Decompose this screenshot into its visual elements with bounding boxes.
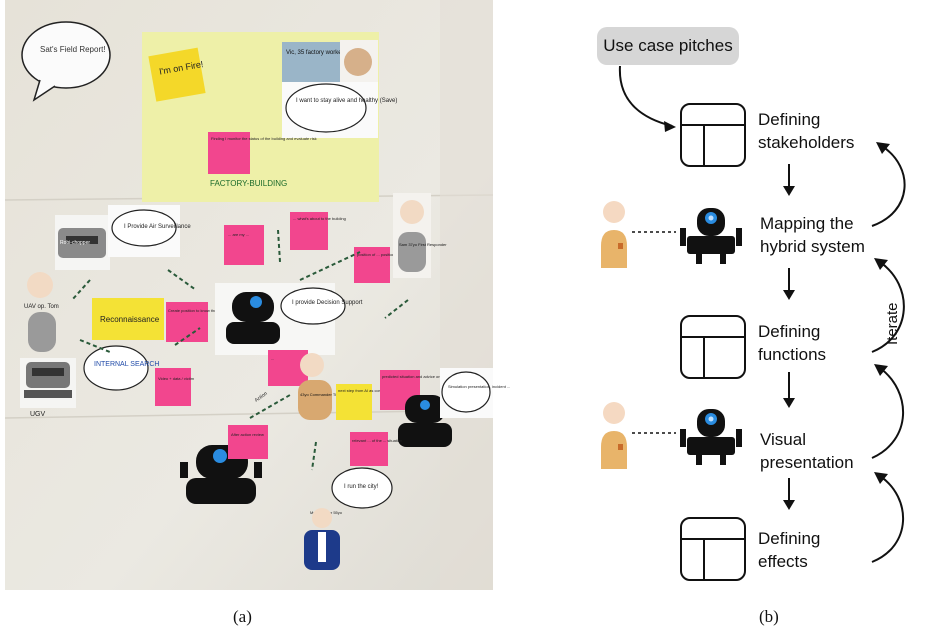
action-sticky-text: After action review bbox=[231, 432, 264, 437]
analysis-sticky-text: ... bbox=[271, 356, 274, 361]
fire-sticky: I'm on Fire! bbox=[148, 47, 206, 102]
step-line: Defining bbox=[758, 110, 821, 129]
step-line: Visual bbox=[760, 430, 806, 449]
step-line: Defining bbox=[758, 529, 821, 548]
stakeholders-icon bbox=[680, 103, 746, 167]
start-arrow-head bbox=[664, 121, 676, 132]
recon-sticky: Reconnaissance Create position to know t… bbox=[92, 298, 228, 342]
corner-bubble-text: Sat's Field Report! bbox=[40, 45, 106, 54]
sensor-sticky bbox=[290, 212, 328, 250]
use-case-pitches-label: Use case pitches bbox=[603, 36, 733, 55]
factory-building-label: FACTORY-BUILDING bbox=[210, 179, 287, 188]
sam-card-text: Sam 37yo First Responder bbox=[399, 242, 447, 247]
step-line: effects bbox=[758, 552, 808, 571]
start-arrow bbox=[618, 65, 673, 127]
sam-face-icon bbox=[400, 200, 424, 224]
sam-card: Sam 37yo First Responder bbox=[393, 193, 447, 278]
recon-label-text: Reconnaissance bbox=[100, 315, 160, 324]
step-line: presentation bbox=[760, 453, 854, 472]
ai-sticky-text: next step from AI as commands bbox=[338, 388, 394, 393]
use-case-pitches-pill: Use case pitches bbox=[597, 27, 739, 65]
step-defining-effects: Defining effects bbox=[758, 527, 820, 573]
uav-operator-face-icon bbox=[27, 272, 53, 298]
worker-bubble-text: I want to stay alive and healthy (Save) bbox=[296, 98, 397, 104]
human-icon bbox=[601, 402, 627, 469]
ai-sticky bbox=[336, 384, 372, 420]
commander-card-text: 43yo Commander Tim bbox=[300, 392, 340, 397]
sensor-sticky-text: ... what's about to the building bbox=[293, 216, 346, 221]
city-bubble-text: I run the city! bbox=[344, 484, 379, 490]
step-defining-functions: Defining functions bbox=[758, 320, 826, 366]
corner-speech-bubble: Sat's Field Report! bbox=[21, 21, 111, 102]
uav-label-text: UAV op. Tom bbox=[24, 304, 59, 310]
iterate-label: Iterate bbox=[884, 302, 901, 345]
step-line: Defining bbox=[758, 322, 821, 341]
uav-operator-card: UAV op. Tom bbox=[24, 272, 59, 352]
diagram-b bbox=[601, 65, 906, 581]
robot-icon bbox=[680, 409, 742, 465]
recon-note-text: Create position to know the victim bbox=[168, 308, 228, 313]
drone-card: Robi-chopper I Provide Air Surveillance bbox=[55, 205, 191, 270]
step-visual-presentation: Visual presentation bbox=[760, 428, 854, 474]
simulation-robot-card: Simulation presentation, incident ... bbox=[398, 368, 510, 447]
photo-dashed-arrows bbox=[71, 229, 409, 471]
search-sticky bbox=[224, 225, 264, 265]
predicted-sticky-text: predicted situation and advice on course… bbox=[382, 374, 470, 379]
step-defining-stakeholders: Defining stakeholders bbox=[758, 108, 854, 154]
effects-icon bbox=[680, 517, 746, 581]
iterate-loop-heads bbox=[874, 142, 890, 484]
photo-edge-shadow bbox=[440, 0, 493, 590]
search-sticky-text: ... are my ... bbox=[228, 232, 249, 237]
video-sticky bbox=[155, 368, 191, 406]
building-sticky-text: Finding I monitor the status of the buil… bbox=[211, 136, 317, 141]
step-mapping-hybrid-system: Mapping the hybrid system bbox=[760, 212, 865, 258]
commander-face-icon bbox=[300, 353, 324, 377]
step-line: functions bbox=[758, 345, 827, 364]
drone-tag-text: Robi-chopper bbox=[60, 240, 90, 246]
sam-sticky-text: position of ... position of victims bbox=[357, 252, 412, 257]
relevant-sticky bbox=[350, 432, 388, 466]
step-line: stakeholders bbox=[758, 133, 855, 152]
action-sticky bbox=[228, 425, 268, 459]
photo-a: Sat's Field Report! I'm on Fire! Vic, 35… bbox=[4, 0, 510, 590]
caption-b: (b) bbox=[759, 607, 779, 626]
robot-icon bbox=[680, 208, 742, 264]
step-line: Mapping the bbox=[760, 214, 854, 233]
worker-card-text: Vic, 35 factory worker bbox=[286, 50, 344, 56]
building-sticky: Finding I monitor the status of the buil… bbox=[208, 132, 317, 188]
ugv-card: UGV INTERNAL SEARCH bbox=[20, 345, 159, 418]
iterate-loop-arrows bbox=[871, 145, 906, 563]
commander-card: 43yo Commander Tim bbox=[298, 353, 340, 420]
bottom-robot bbox=[180, 445, 262, 504]
worker-face-icon bbox=[344, 48, 372, 76]
mayor-face-icon bbox=[312, 508, 332, 528]
mayor-card: I run the city! Mr. ... Mayor 55yo bbox=[304, 467, 393, 570]
video-sticky-text: Video + data / victim bbox=[158, 376, 195, 381]
human-icon bbox=[601, 201, 627, 268]
flow-arrows bbox=[783, 164, 795, 510]
worker-card: Vic, 35 factory worker I want to stay al… bbox=[282, 40, 397, 138]
decision-robot-card: I provide Decision Support bbox=[215, 283, 363, 355]
internal-search-text: INTERNAL SEARCH bbox=[94, 361, 159, 368]
relevant-sticky-text: relevant ... of the ... situation bbox=[352, 438, 402, 443]
air-bubble-text: I Provide Air Surveillance bbox=[124, 224, 191, 230]
decision-bubble-text: I provide Decision Support bbox=[292, 300, 363, 306]
simulation-bubble-text: Simulation presentation, incident ... bbox=[448, 384, 510, 389]
ugv-label-text: UGV bbox=[30, 411, 46, 418]
caption-a: (a) bbox=[233, 607, 252, 626]
step-line: hybrid system bbox=[760, 237, 865, 256]
functions-icon bbox=[680, 315, 746, 379]
